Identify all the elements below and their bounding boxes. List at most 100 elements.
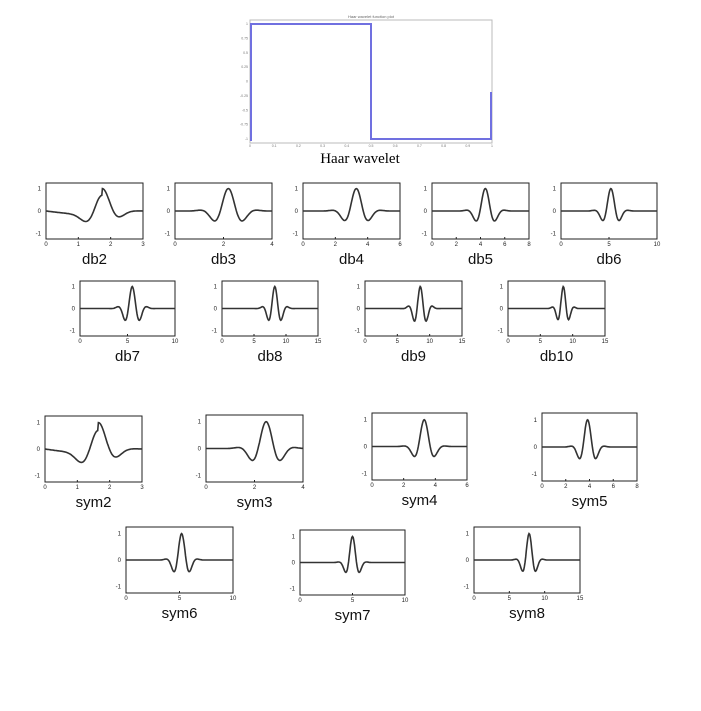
- x-tick-label: 10: [426, 339, 433, 345]
- y-tick-label: 1: [424, 187, 428, 193]
- haar-xtick: 1: [491, 144, 493, 148]
- haar-xtick: 0.2: [296, 144, 301, 148]
- haar-ytick: -0.25: [240, 94, 248, 98]
- y-tick-label: 0: [37, 447, 41, 453]
- db2-label: db2: [81, 251, 108, 268]
- haar-xtick: 0.7: [417, 144, 422, 148]
- haar-xtick: 0.5: [369, 144, 374, 148]
- x-tick-label: 3: [140, 485, 144, 491]
- x-tick-label: 6: [398, 242, 402, 248]
- haar-ytick: -1: [245, 137, 248, 141]
- x-tick-label: 15: [315, 339, 322, 345]
- x-tick-label: 10: [654, 242, 661, 248]
- sym5-waveform: [542, 418, 637, 460]
- y-tick-label: -1: [355, 329, 361, 335]
- x-tick-label: 0: [78, 339, 82, 345]
- sym2-label: sym2: [75, 494, 112, 511]
- db7-waveform: [80, 285, 175, 322]
- haar-ytick: -0.75: [240, 123, 248, 127]
- x-tick-label: 4: [479, 242, 483, 248]
- x-tick-label: 4: [366, 242, 370, 248]
- y-tick-label: 0: [118, 558, 122, 564]
- x-tick-label: 0: [301, 242, 305, 248]
- y-tick-label: 0: [38, 209, 42, 215]
- y-tick-label: -1: [362, 471, 368, 477]
- sym3-label: sym3: [236, 494, 273, 511]
- x-tick-label: 0: [44, 242, 48, 248]
- x-tick-label: 5: [252, 339, 256, 345]
- haar-ytick: 0.25: [241, 65, 248, 69]
- y-tick-label: 1: [167, 187, 171, 193]
- y-tick-label: -1: [498, 329, 504, 335]
- haar-xtick: 0: [249, 144, 251, 148]
- y-tick-label: -1: [36, 231, 42, 237]
- x-tick-label: 8: [527, 242, 531, 248]
- x-tick-label: 10: [172, 339, 179, 345]
- sym6-waveform: [126, 532, 233, 573]
- x-tick-label: 15: [602, 339, 609, 345]
- x-tick-label: 0: [173, 242, 177, 248]
- y-tick-label: 0: [72, 307, 76, 313]
- x-tick-label: 6: [465, 483, 469, 489]
- x-tick-label: 10: [402, 598, 409, 604]
- y-tick-label: 1: [500, 285, 504, 291]
- haar-xtick: 0.9: [465, 144, 470, 148]
- x-tick-label: 15: [577, 596, 584, 602]
- y-tick-label: 0: [534, 445, 538, 451]
- x-tick-label: 2: [253, 485, 257, 491]
- x-tick-label: 0: [43, 485, 47, 491]
- x-tick-label: 0: [124, 596, 128, 602]
- db5-waveform: [432, 187, 529, 222]
- haar-xtick: 0.1: [272, 144, 277, 148]
- x-tick-label: 0: [540, 484, 544, 490]
- x-tick-label: 0: [370, 483, 374, 489]
- y-tick-label: -1: [290, 587, 296, 593]
- x-tick-label: 2: [108, 485, 112, 491]
- y-tick-label: 1: [553, 187, 557, 193]
- sym5-label: sym5: [571, 493, 608, 510]
- sym3-waveform: [206, 420, 304, 462]
- y-tick-label: 1: [364, 418, 368, 424]
- sym6-label: sym6: [161, 605, 198, 622]
- y-tick-label: 1: [72, 285, 76, 291]
- y-tick-label: -1: [293, 231, 299, 237]
- plot-frame: [45, 182, 144, 240]
- x-tick-label: 0: [430, 242, 434, 248]
- db9-waveform: [365, 284, 462, 323]
- x-tick-label: 10: [569, 339, 576, 345]
- y-tick-label: 1: [466, 532, 470, 538]
- y-tick-label: 0: [553, 209, 557, 215]
- haar-ytick: 1: [246, 22, 248, 26]
- haar-ytick: -0.5: [242, 108, 248, 112]
- db6-label: db6: [596, 251, 622, 268]
- haar-label: Haar wavelet: [320, 151, 400, 167]
- y-tick-label: 0: [364, 445, 368, 451]
- x-tick-label: 2: [334, 242, 338, 248]
- y-tick-label: -1: [196, 473, 202, 479]
- x-tick-label: 4: [270, 242, 274, 248]
- haar-title: Haar wavelet function plot: [348, 14, 395, 19]
- y-tick-label: 1: [118, 532, 122, 538]
- db9-label: db9: [400, 348, 427, 365]
- y-tick-label: -1: [422, 231, 428, 237]
- db8-label: db8: [257, 348, 283, 365]
- x-tick-label: 5: [126, 339, 130, 345]
- sym4-waveform: [372, 418, 467, 458]
